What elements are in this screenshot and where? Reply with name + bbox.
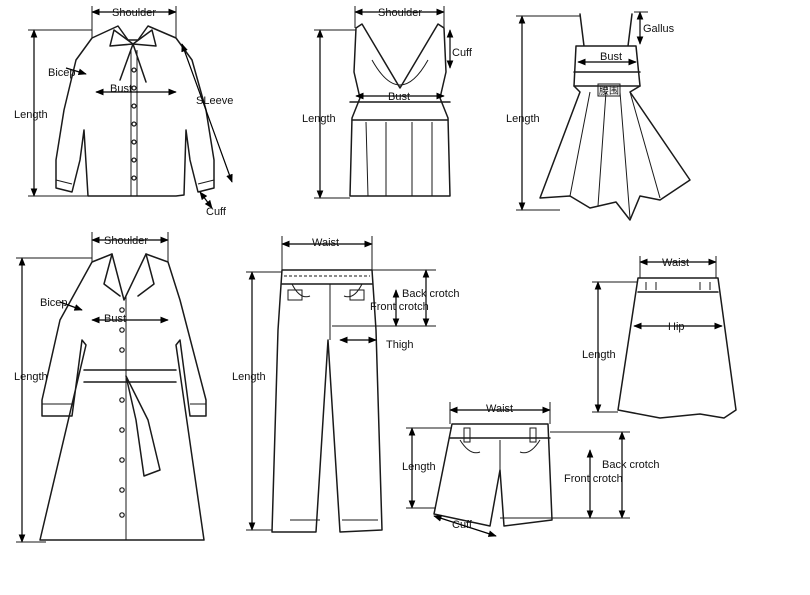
pants-back-crotch-label: Back crotch (402, 288, 459, 300)
pants-length-label: Length (232, 371, 266, 383)
shorts-front-crotch-label: Front crotch (564, 473, 623, 485)
shorts-length-label: Length (402, 461, 436, 473)
coat-buttons (119, 307, 125, 518)
coat-shoulder-label: Shoulder (104, 235, 148, 247)
dress-waist-label: 腰围 (599, 85, 619, 97)
pants-dimensions (246, 236, 436, 531)
shirt-buttons (131, 67, 137, 181)
vest-shoulder-label: Shoulder (378, 7, 422, 19)
shirt-bicep-label: Bicep (48, 67, 76, 79)
shirt-shoulder-label: Shoulder (112, 7, 156, 19)
shirt-figure (55, 25, 215, 197)
shorts-back-crotch-label: Back crotch (602, 459, 659, 471)
shirt-bust-label: Bust (110, 83, 132, 95)
skirt-waist-label: Waist (662, 257, 689, 269)
pants-figure (271, 269, 383, 533)
skirt-dimensions (592, 256, 723, 413)
skirt-hip-label: Hip (668, 321, 685, 333)
vest-bust-label: Bust (388, 91, 410, 103)
pants-front-crotch-label: Front crotch (370, 301, 429, 313)
dress-gallus-label: Gallus (643, 23, 675, 35)
vest-figure (349, 23, 451, 197)
vest-length-label: Length (302, 113, 336, 125)
shorts-waist-label: Waist (486, 403, 513, 415)
skirt-figure (617, 277, 737, 419)
vest-dimensions (314, 6, 454, 199)
coat-figure (39, 253, 207, 541)
dress-length-label: Length (506, 113, 540, 125)
vest-cuff-label: Cuff (452, 47, 473, 59)
dress-figure (539, 13, 691, 221)
pants-thigh-label: Thigh (386, 339, 414, 351)
dress-bust-label: Bust (600, 51, 622, 63)
shirt-cuff-label: Cuff (206, 206, 227, 218)
shirt-length-label: Length (14, 109, 48, 121)
shorts-cuff-label: Cuff (452, 519, 473, 531)
shorts-figure (433, 423, 553, 527)
coat-dimensions (16, 232, 169, 543)
shirt-sleeve-label: SLeeve (196, 95, 233, 107)
shirt-dimensions (28, 6, 233, 209)
coat-length-label: Length (14, 371, 48, 383)
coat-bicep-label: Bicep (40, 297, 68, 309)
pants-waist-label: Waist (312, 237, 339, 249)
skirt-length-label: Length (582, 349, 616, 361)
coat-bust-label: Bust (104, 313, 126, 325)
dress-dimensions (516, 11, 648, 211)
shorts-dimensions (406, 402, 630, 537)
